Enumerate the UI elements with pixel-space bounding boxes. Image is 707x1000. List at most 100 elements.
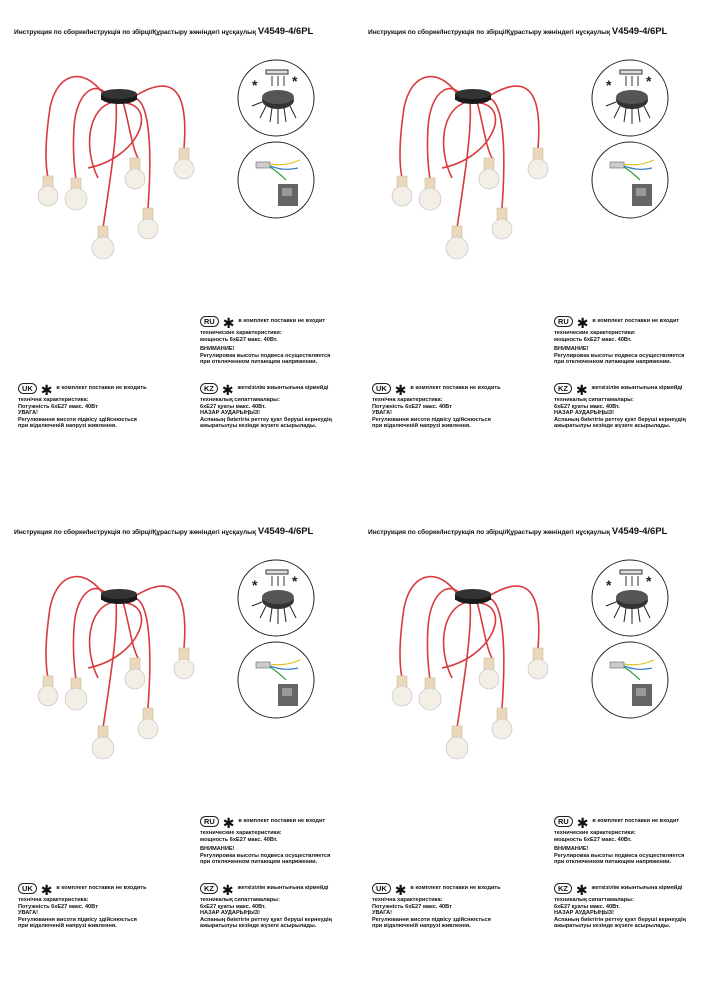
ru-warning-line2: при отключенном питающем напряжении. bbox=[200, 859, 318, 866]
kz-spec-power: 6xE27 қуаты макс. 40Вт. bbox=[200, 403, 266, 410]
uk-warning-line2: при відключеній напрузі живлення. bbox=[372, 423, 471, 430]
kz-section: KZ ✱ жеткізілім жиынтығына кірмейді техн… bbox=[200, 882, 332, 930]
ru-not-included: в комплект поставки не входит bbox=[592, 817, 680, 824]
ru-spec-title: технические характеристики: bbox=[200, 330, 282, 336]
uk-section: UK ✱ в комплект поставки не входить техн… bbox=[372, 382, 501, 430]
uk-section: UK ✱ в комплект поставки не входить техн… bbox=[372, 882, 501, 930]
kz-spec-title: техникалық сипаттамалары: bbox=[554, 397, 634, 403]
kz-spec-power: 6xE27 қуаты макс. 40Вт. bbox=[200, 903, 266, 910]
title-text: Инструкция по сборке/Інструкція по збірц… bbox=[368, 529, 611, 536]
ru-section: RU ✱ в комплект поставки не входит техни… bbox=[200, 815, 330, 866]
kz-warning-line2: ажыратылуы кезінде жүзеге асырылады. bbox=[200, 423, 317, 430]
ru-spec-power: мощность 6xE27 макс. 40Вт. bbox=[200, 836, 278, 843]
uk-section: UK ✱ в комплект поставки не входить техн… bbox=[18, 882, 147, 930]
uk-spec-title: технічна характеристика: bbox=[18, 897, 89, 903]
svg-text:*: * bbox=[252, 577, 258, 593]
ru-warning-line2: при отключенном питающем напряжении. bbox=[554, 859, 672, 866]
kz-warning-line2: ажыратылуы кезінде жүзеге асырылады. bbox=[200, 923, 317, 930]
model-number: V4549-4/6PL bbox=[257, 526, 314, 537]
uk-warning-line2: при відключеній напрузі живлення. bbox=[18, 423, 117, 430]
ru-badge: RU bbox=[200, 315, 219, 327]
ru-not-included: в комплект поставки не входит bbox=[592, 317, 680, 324]
star-icon: ✱ bbox=[575, 382, 588, 398]
kz-warning-title: НАЗАР АУДАРЫҢЫЗ! bbox=[200, 910, 261, 917]
star-icon: ✱ bbox=[576, 315, 589, 331]
svg-text:*: * bbox=[606, 577, 612, 593]
kz-not-included: жеткізілім жиынтығына кірмейді bbox=[591, 884, 683, 891]
ru-warning-title: ВНИМАНИЕ! bbox=[200, 846, 235, 853]
ru-warning-line1: Регулировка высоты подвеса осуществляетс… bbox=[554, 352, 685, 359]
uk-warning-title: УВАГА! bbox=[372, 410, 393, 417]
kz-warning-line2: ажыратылуы кезінде жүзеге асырылады. bbox=[554, 423, 671, 430]
uk-warning-line1: Регулювання висоти підвісу здійснюється bbox=[372, 916, 491, 923]
uk-warning-line1: Регулювання висоти підвісу здійснюється bbox=[372, 416, 491, 423]
uk-spec-title: технічна характеристика: bbox=[372, 897, 443, 903]
kz-spec-title: техникалық сипаттамалары: bbox=[200, 897, 280, 903]
ru-section: RU ✱ в комплект поставки не входит техни… bbox=[200, 315, 330, 366]
ru-warning-line1: Регулировка высоты подвеса осуществляетс… bbox=[200, 852, 331, 859]
instruction-title: Инструкция по сборке/Інструкція по збірц… bbox=[368, 26, 667, 37]
ru-spec-power: мощность 6xE27 макс. 40Вт. bbox=[554, 336, 632, 343]
kz-warning-line1: Аспаның биіктігін реттеу қуат беруші кер… bbox=[200, 916, 332, 923]
ru-spec-power: мощность 6xE27 макс. 40Вт. bbox=[554, 836, 632, 843]
star-icon: ✱ bbox=[575, 882, 588, 898]
star-icon: ✱ bbox=[221, 382, 234, 398]
model-number: V4549-4/6PL bbox=[611, 526, 668, 537]
ru-warning-line2: при отключенном питающем напряжении. bbox=[200, 359, 318, 366]
svg-text:*: * bbox=[646, 73, 652, 89]
uk-not-included: в комплект поставки не входить bbox=[56, 884, 147, 891]
ceiling-canopy-icon: * * bbox=[237, 59, 315, 137]
kz-badge: KZ bbox=[554, 882, 572, 894]
ru-spec-power: мощность 6xE27 макс. 40Вт. bbox=[200, 336, 278, 343]
ru-badge: RU bbox=[200, 815, 219, 827]
uk-spec-power: Потужність 6xE27 макс. 40Вт bbox=[372, 403, 452, 410]
star-icon: ✱ bbox=[40, 882, 53, 898]
ceiling-canopy-icon: * * bbox=[591, 559, 669, 637]
pendant-lamp-illustration bbox=[37, 575, 195, 760]
ru-warning-line1: Регулировка высоты подвеса осуществляетс… bbox=[200, 352, 331, 359]
uk-badge: UK bbox=[18, 382, 37, 394]
svg-text:*: * bbox=[292, 73, 298, 89]
ru-not-included: в комплект поставки не входит bbox=[238, 817, 326, 824]
kz-badge: KZ bbox=[200, 382, 218, 394]
uk-spec-power: Потужність 6xE27 макс. 40Вт bbox=[372, 903, 452, 910]
uk-warning-title: УВАГА! bbox=[18, 910, 39, 917]
svg-text:*: * bbox=[252, 77, 258, 93]
kz-warning-line1: Аспаның биіктігін реттеу қуат беруші кер… bbox=[554, 416, 686, 423]
kz-badge: KZ bbox=[200, 882, 218, 894]
wiring-icon bbox=[591, 641, 669, 719]
wiring-icon bbox=[591, 141, 669, 219]
kz-spec-title: техникалық сипаттамалары: bbox=[554, 897, 634, 903]
kz-section: KZ ✱ жеткізілім жиынтығына кірмейді техн… bbox=[554, 882, 686, 930]
ru-badge: RU bbox=[554, 315, 573, 327]
uk-warning-line2: при відключеній напрузі живлення. bbox=[18, 923, 117, 930]
kz-warning-line2: ажыратылуы кезінде жүзеге асырылады. bbox=[554, 923, 671, 930]
ru-badge: RU bbox=[554, 815, 573, 827]
uk-warning-line1: Регулювання висоти підвісу здійснюється bbox=[18, 916, 137, 923]
uk-warning-line1: Регулювання висоти підвісу здійснюється bbox=[18, 416, 137, 423]
model-number: V4549-4/6PL bbox=[257, 26, 314, 37]
instruction-panel: Инструкция по сборке/Інструкція по збірц… bbox=[354, 0, 707, 500]
instruction-panel: Инструкция по сборке/Інструкція по збірц… bbox=[0, 0, 353, 500]
title-text: Инструкция по сборке/Інструкція по збірц… bbox=[368, 29, 611, 36]
instruction-title: Инструкция по сборке/Інструкція по збірц… bbox=[14, 26, 313, 37]
wiring-icon bbox=[237, 141, 315, 219]
ru-spec-title: технические характеристики: bbox=[554, 330, 636, 336]
star-icon: ✱ bbox=[222, 815, 235, 831]
uk-badge: UK bbox=[372, 382, 391, 394]
uk-badge: UK bbox=[372, 882, 391, 894]
star-icon: ✱ bbox=[40, 382, 53, 398]
ru-spec-title: технические характеристики: bbox=[554, 830, 636, 836]
instruction-title: Инструкция по сборке/Інструкція по збірц… bbox=[14, 526, 313, 537]
kz-spec-power: 6xE27 қуаты макс. 40Вт. bbox=[554, 903, 620, 910]
kz-warning-line1: Аспаның биіктігін реттеу қуат беруші кер… bbox=[554, 916, 686, 923]
ru-warning-line1: Регулировка высоты подвеса осуществляетс… bbox=[554, 852, 685, 859]
uk-badge: UK bbox=[18, 882, 37, 894]
uk-not-included: в комплект поставки не входить bbox=[56, 384, 147, 391]
ru-warning-title: ВНИМАНИЕ! bbox=[554, 346, 589, 353]
ceiling-canopy-icon: * * bbox=[591, 59, 669, 137]
title-text: Инструкция по сборке/Інструкція по збірц… bbox=[14, 29, 257, 36]
pendant-lamp-illustration bbox=[391, 575, 549, 760]
uk-warning-line2: при відключеній напрузі живлення. bbox=[372, 923, 471, 930]
svg-text:*: * bbox=[646, 573, 652, 589]
